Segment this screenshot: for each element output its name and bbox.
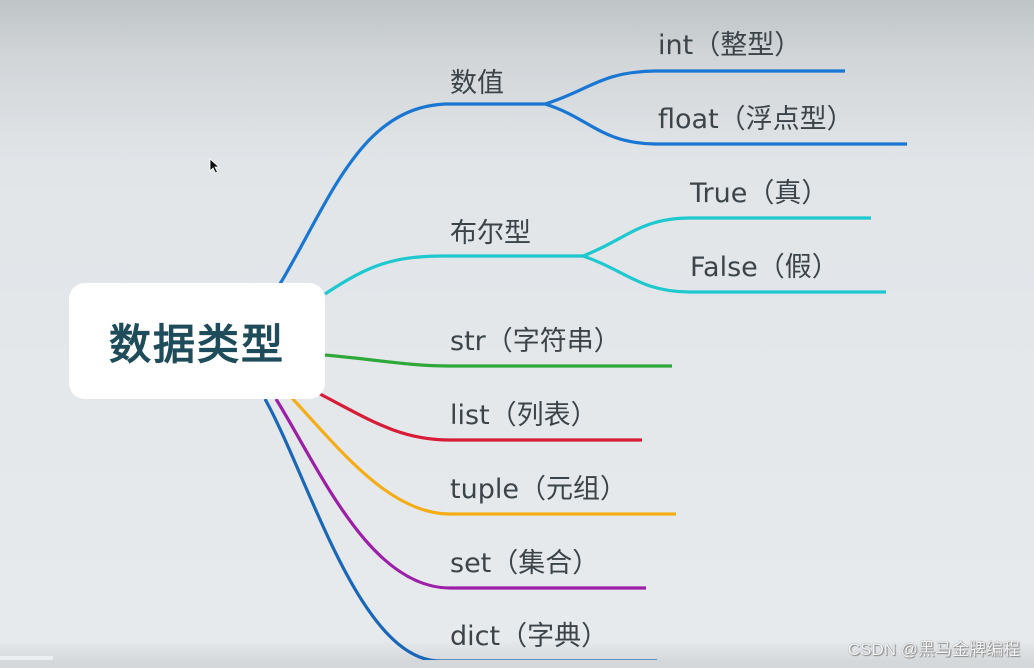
node-list[interactable]: list（列表） — [450, 400, 598, 431]
connector-list — [319, 392, 642, 442]
connector-str — [324, 353, 672, 368]
node-numeric[interactable]: 数值 — [450, 68, 504, 99]
mouse-cursor-icon — [209, 158, 221, 174]
connector-bool — [324, 254, 583, 296]
node-dict[interactable]: dict（字典） — [450, 621, 609, 652]
node-str[interactable]: str（字符串） — [450, 326, 621, 357]
node-true[interactable]: True（真） — [690, 178, 829, 209]
node-bool[interactable]: 布尔型 — [450, 218, 531, 249]
connector-set — [274, 398, 646, 590]
connector-tuple — [290, 396, 676, 516]
bottom-bar — [0, 660, 1034, 668]
central-topic-label: 数据类型 — [108, 319, 285, 369]
watermark: CSDN @黑马金牌编程 — [847, 640, 1020, 659]
connector-true — [582, 216, 871, 258]
node-float[interactable]: float（浮点型） — [658, 104, 854, 135]
connector-int — [544, 69, 845, 106]
progress-indicator — [0, 656, 53, 662]
node-false[interactable]: False（假） — [690, 252, 839, 283]
connector-float — [544, 102, 907, 146]
central-topic[interactable]: 数据类型 — [69, 283, 325, 399]
node-set[interactable]: set（集合） — [450, 548, 600, 579]
node-tuple[interactable]: tuple（元组） — [450, 474, 627, 505]
connector-dict — [263, 398, 657, 663]
connector-false — [582, 254, 886, 294]
node-int[interactable]: int（整型） — [658, 30, 802, 61]
connector-numeric — [278, 102, 545, 285]
